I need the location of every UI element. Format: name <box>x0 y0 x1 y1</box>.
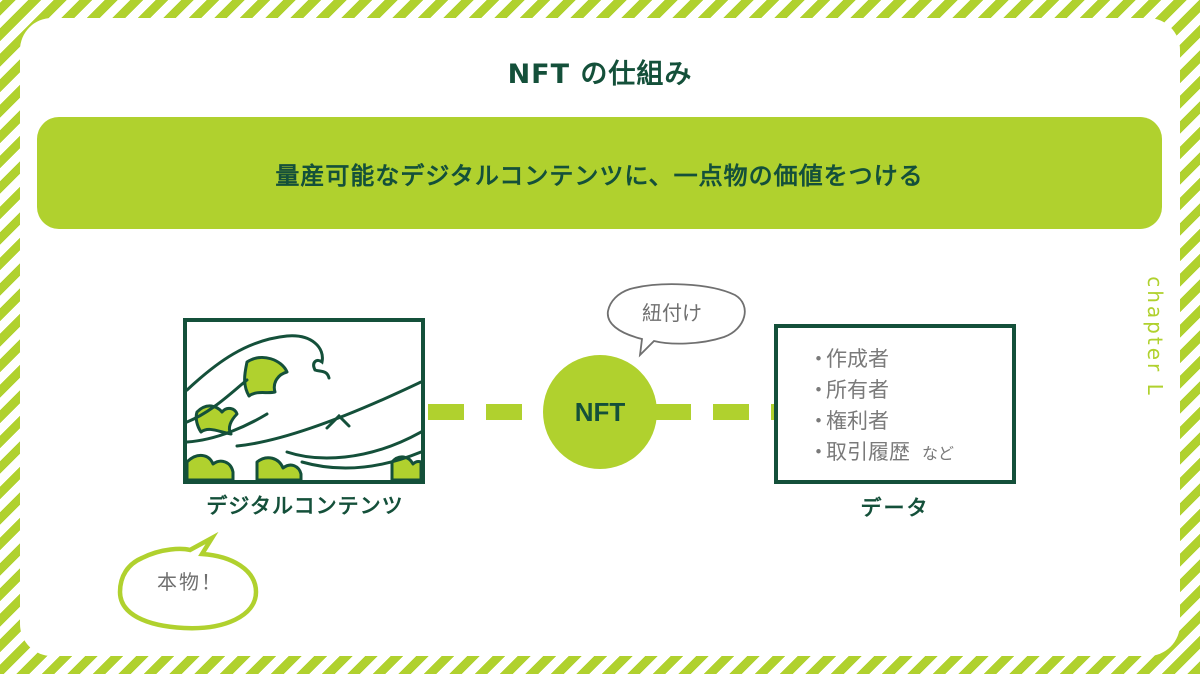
bullet: ・ <box>808 378 829 402</box>
summary-banner: 量産可能なデジタルコンテンツに、一点物の価値をつける <box>37 117 1162 229</box>
speech-bubble-icon <box>117 531 259 631</box>
data-item-text: 所有者 <box>826 378 889 402</box>
great-wave-icon <box>187 334 421 480</box>
connector-dash <box>428 404 464 420</box>
connector-right <box>655 404 791 420</box>
bullet: ・ <box>808 440 829 464</box>
nft-node-label: NFT <box>574 396 626 427</box>
speech-bubble-icon <box>607 283 746 358</box>
nft-node: NFT <box>543 355 657 469</box>
data-list-item: ・取引履歴など <box>808 437 1012 469</box>
data-label: データ <box>860 496 930 520</box>
chapter-text: chapter L <box>1143 276 1167 398</box>
tie-bubble-text: 紐付け <box>642 301 702 325</box>
connector-dash <box>713 404 749 420</box>
authentic-bubble-text: 本物！ <box>157 570 223 594</box>
banner-text: 量産可能なデジタルコンテンツに、一点物の価値をつける <box>275 161 924 190</box>
page-title: NFT の仕組み <box>507 59 693 90</box>
connector-dash <box>486 404 522 420</box>
digital-content-label: デジタルコンテンツ <box>206 494 404 518</box>
chapter-side-label: chapter L <box>1140 272 1170 402</box>
bullet: ・ <box>808 409 829 433</box>
data-box: ・作成者 ・所有者 ・権利者 ・取引履歴など <box>774 324 1016 484</box>
digital-content-artwork <box>183 318 425 484</box>
data-list-item: ・権利者 <box>808 406 1012 437</box>
data-item-text: 作成者 <box>826 347 889 371</box>
connector-dash <box>655 404 691 420</box>
data-item-text: 権利者 <box>826 409 889 433</box>
bullet: ・ <box>808 347 829 371</box>
data-list-item: ・所有者 <box>808 375 1012 406</box>
data-item-suffix: など <box>922 444 955 463</box>
data-item-text: 取引履歴 <box>826 440 910 464</box>
data-list-item: ・作成者 <box>808 344 1012 375</box>
